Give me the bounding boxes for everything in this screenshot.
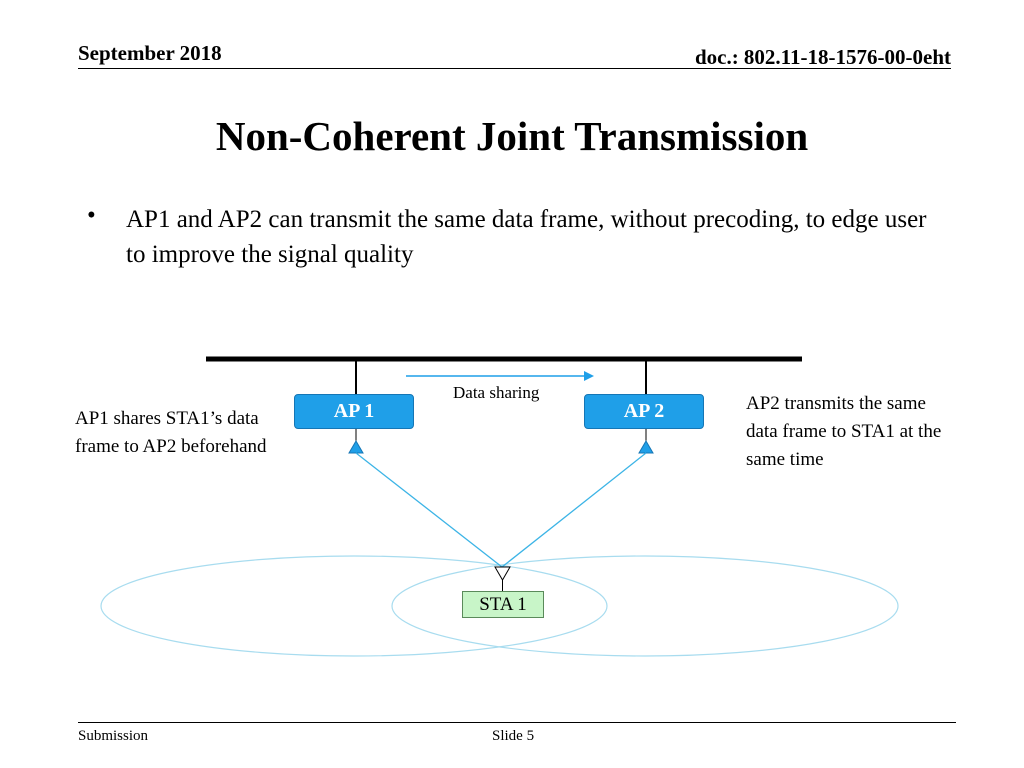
sta1-box: STA 1 bbox=[462, 591, 544, 618]
header-divider bbox=[78, 68, 951, 69]
header-date: September 2018 bbox=[78, 41, 222, 65]
ap2-coverage-area bbox=[391, 555, 899, 657]
ap1-note: AP1 shares STA1’s data frame to AP2 befo… bbox=[75, 408, 267, 457]
ap2-antenna-icon bbox=[638, 440, 654, 454]
bullet-text: AP1 and AP2 can transmit the same data f… bbox=[126, 206, 927, 268]
sta-antenna-icon bbox=[494, 566, 511, 582]
data-sharing-label: Data sharing bbox=[453, 383, 540, 402]
header-doc-id: doc.: 802.11-18-1576-00-0eht bbox=[694, 45, 951, 69]
ap1-to-sta-link bbox=[355, 452, 503, 568]
data-sharing-arrowhead bbox=[584, 371, 594, 381]
ap2-box: AP 2 bbox=[584, 394, 704, 429]
slide-title: Non-Coherent Joint Transmission bbox=[215, 113, 809, 159]
ap2-to-sta-link bbox=[501, 452, 647, 568]
ap1-box: AP 1 bbox=[294, 394, 414, 429]
ap1-antenna-icon bbox=[348, 440, 364, 454]
ap2-note: AP2 transmits the same data frame to STA… bbox=[746, 393, 942, 470]
footer-divider bbox=[78, 722, 956, 723]
bullet-marker: • bbox=[87, 202, 96, 229]
footer-slide-number: Slide 5 bbox=[492, 728, 535, 744]
ap1-coverage-area bbox=[100, 555, 608, 657]
footer-submission: Submission bbox=[78, 728, 149, 744]
